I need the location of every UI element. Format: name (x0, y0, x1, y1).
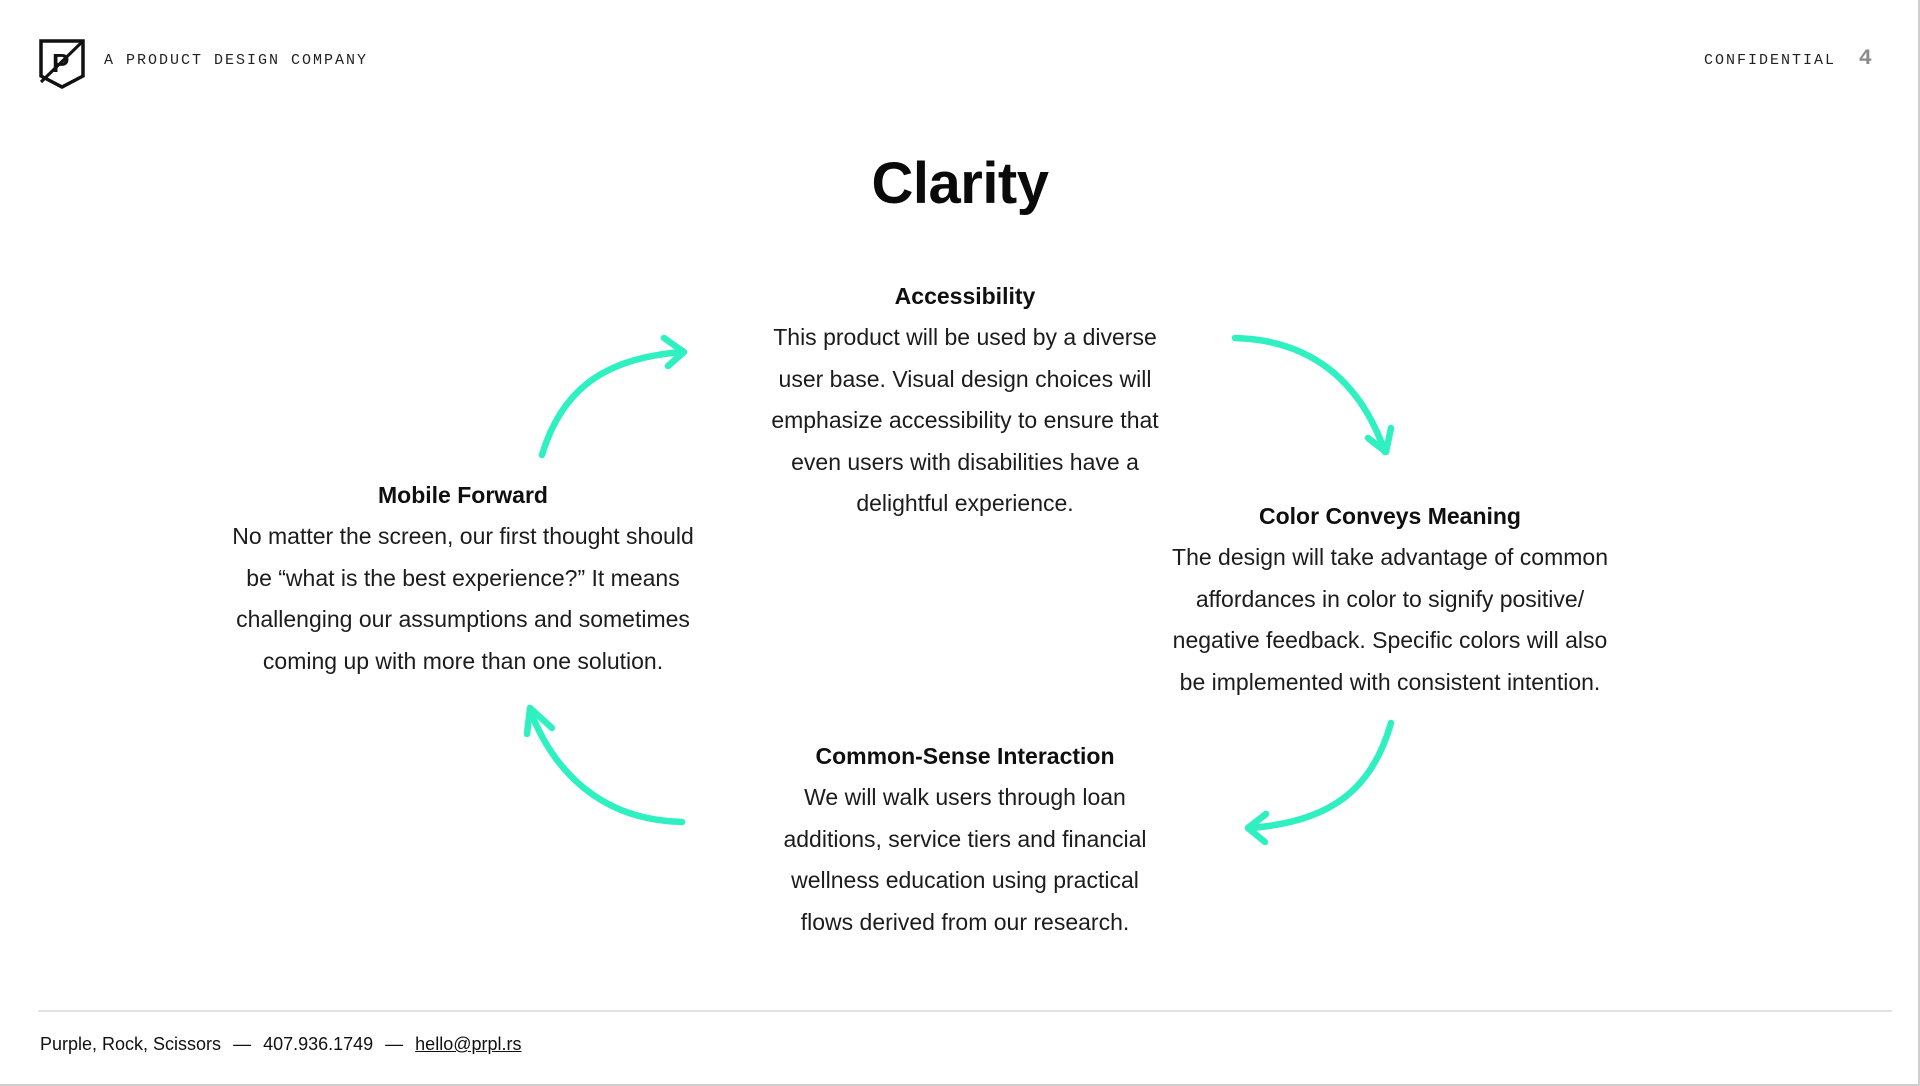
body-line: delightful experience. (856, 490, 1074, 516)
principle-heading: Common-Sense Interaction (815, 743, 1115, 769)
body-line: user base. Visual design choices will (778, 365, 1152, 392)
page-number: 4 (1858, 46, 1872, 71)
svg-text:P: P (52, 48, 69, 78)
principle-body: The design will take advantage of common… (1130, 537, 1650, 703)
page-edge-right (1918, 0, 1920, 1086)
footer-email-link[interactable]: hello@prpl.rs (415, 1034, 522, 1054)
principle-color-conveys-meaning: Color Conveys Meaning The design will ta… (1130, 496, 1650, 703)
arrow-head-bottom-left (523, 704, 556, 738)
body-line: negative feedback. Specific colors will … (1172, 627, 1608, 653)
footer-separator: — (233, 1034, 252, 1054)
arrow-head-bottom-right (1244, 810, 1270, 846)
body-line: be implemented with consistent intention… (1179, 668, 1601, 695)
arrow-accessibility-to-color (1231, 334, 1389, 456)
arrow-common-to-mobile (526, 706, 686, 826)
principle-mobile-forward: Mobile Forward No matter the screen, our… (200, 475, 726, 682)
body-line: even users with disabilities have a (791, 448, 1139, 475)
principle-body: This product will be used by a diverse u… (725, 317, 1205, 525)
company-tagline: A PRODUCT DESIGN COMPANY (104, 52, 369, 69)
page-edge-bottom (0, 1084, 1920, 1086)
principle-heading: Color Conveys Meaning (1259, 503, 1521, 529)
arrow-head-top-right (1364, 424, 1395, 456)
body-line: We will walk users through loan (804, 784, 1126, 810)
footer-separator: — (385, 1034, 404, 1054)
body-line: This product will be used by a diverse (773, 324, 1157, 350)
principle-common-sense-interaction: Common-Sense Interaction We will walk us… (730, 736, 1200, 943)
arrow-mobile-to-accessibility (538, 348, 686, 459)
body-line: flows derived from our research. (800, 908, 1130, 935)
footer-divider (38, 1010, 1892, 1012)
principle-heading: Mobile Forward (378, 482, 548, 508)
footer-phone: 407.936.1749 (263, 1034, 374, 1054)
body-line: be “what is the best experience?” It mea… (246, 564, 680, 591)
body-line: The design will take advantage of common (1172, 544, 1608, 570)
company-logo: P (39, 39, 85, 89)
footer-company: Purple, Rock, Scissors (40, 1034, 222, 1054)
body-line: additions, service tiers and financial (783, 825, 1147, 852)
body-line: No matter the screen, our first thought … (232, 523, 694, 549)
body-line: challenging our assumptions and sometime… (236, 606, 690, 632)
body-line: coming up with more than one solution. (262, 647, 664, 674)
principle-accessibility: Accessibility This product will be used … (725, 276, 1205, 525)
arrow-head-top-left (660, 334, 688, 370)
confidential-label: CONFIDENTIAL (1703, 52, 1836, 69)
body-line: affordances in color to signify positive… (1195, 585, 1585, 612)
principle-heading: Accessibility (894, 283, 1036, 309)
arrow-color-to-common (1246, 719, 1395, 832)
footer: Purple, Rock, Scissors — 407.936.1749 — hell… (40, 1034, 521, 1055)
principle-body: No matter the screen, our first thought … (200, 516, 726, 682)
body-line: wellness education using practical (791, 867, 1139, 893)
principle-body: We will walk users through loan addition… (730, 777, 1200, 943)
body-line: emphasize accessibility to ensure that (771, 407, 1159, 433)
slide-title: Clarity (871, 151, 1049, 216)
